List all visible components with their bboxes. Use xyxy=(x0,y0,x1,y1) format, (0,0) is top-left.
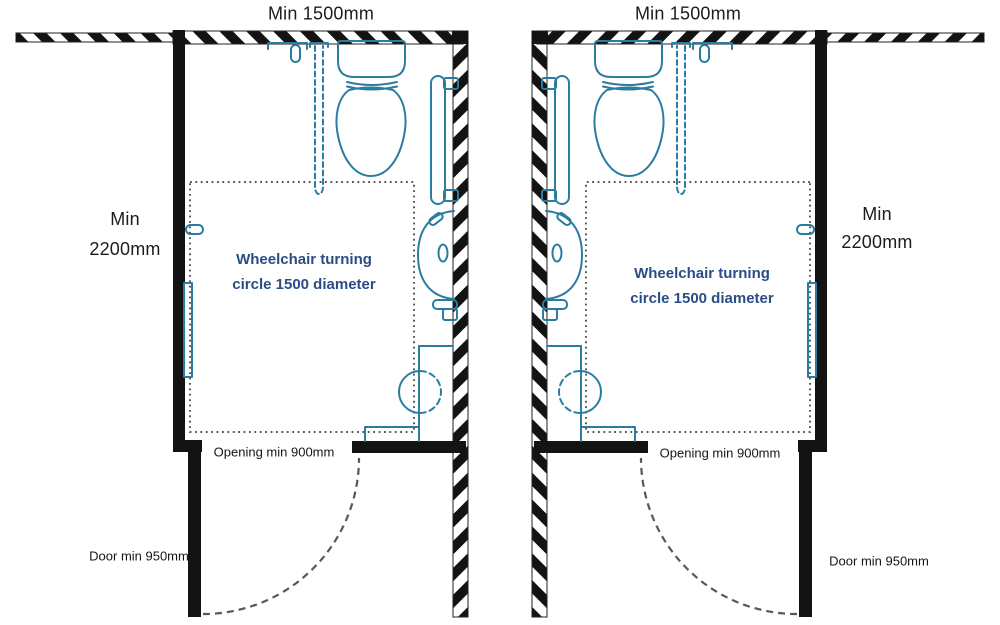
opening-dimension-label-left: Opening min 900mm xyxy=(213,444,335,460)
door-dimension-label-left: Door min 950mm xyxy=(89,548,189,564)
depth-dimension-line1: Min xyxy=(862,204,892,224)
turning-circle-note-left: Wheelchair turning circle 1500 diameter xyxy=(232,247,375,297)
depth-dimension-line2: 2200mm xyxy=(89,239,161,259)
depth-dimension-line2: 2200mm xyxy=(841,232,913,252)
turning-note-line1: Wheelchair turning xyxy=(236,251,372,268)
turning-circle-note-right: Wheelchair turning circle 1500 diameter xyxy=(630,261,773,311)
turning-note-line2: circle 1500 diameter xyxy=(630,290,774,307)
depth-dimension-label-right: Min 2200mm xyxy=(841,200,912,256)
turning-note-line2: circle 1500 diameter xyxy=(232,276,376,293)
floor-plan-left xyxy=(14,28,470,619)
width-dimension-label-right: Min 1500mm xyxy=(634,3,742,24)
turning-note-line1: Wheelchair turning xyxy=(634,265,770,282)
floor-plan-right xyxy=(530,28,986,619)
depth-dimension-line1: Min xyxy=(110,209,140,229)
width-dimension-label-left: Min 1500mm xyxy=(267,3,375,24)
depth-dimension-label-left: Min 2200mm xyxy=(89,204,160,264)
opening-dimension-label-right: Opening min 900mm xyxy=(659,445,781,461)
door-dimension-label-right: Door min 950mm xyxy=(829,553,929,569)
